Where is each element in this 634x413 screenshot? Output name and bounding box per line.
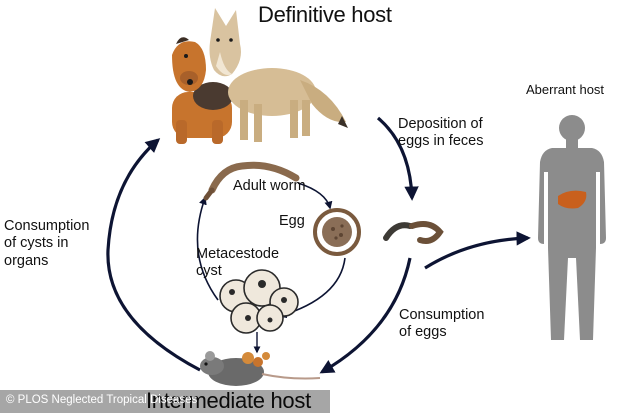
metacestode-label: Metacestode cyst xyxy=(196,246,280,280)
credit-text: © PLOS Neglected Tropical Diseases xyxy=(6,394,198,406)
arrow-consumption-eggs xyxy=(319,257,412,374)
dog-illustration xyxy=(172,37,233,144)
arrow-to-aberrant-host xyxy=(424,231,531,270)
coyote-illustration xyxy=(209,8,348,142)
liver-icon xyxy=(558,190,587,209)
definitive-host-label: Definitive host xyxy=(258,2,392,27)
aberrant-host-label: Aberrant host xyxy=(526,82,605,97)
arrow-cyst-to-worm xyxy=(196,196,219,301)
arrow-worm-to-egg xyxy=(297,182,333,210)
egg-illustration xyxy=(313,208,361,256)
arrow-consumption-cysts xyxy=(106,138,201,372)
intermediate-host-label: Intermediate host xyxy=(146,388,311,413)
egg-label: Egg xyxy=(279,213,305,229)
metacestode-cyst-illustration xyxy=(219,269,299,334)
adult-worm-label: Adult worm xyxy=(233,178,306,194)
arrow-deposition xyxy=(376,116,419,201)
adult-worm-illustration xyxy=(208,161,300,194)
human-silhouette xyxy=(538,115,606,340)
credit-bar: © PLOS Neglected Tropical Diseases xyxy=(0,390,330,413)
rodent-illustration xyxy=(200,351,321,386)
consumption-cysts-label: Consumption of cysts in organs xyxy=(4,218,90,269)
consumption-eggs-label: Consumption of eggs xyxy=(399,307,485,341)
feces-worm-illustration xyxy=(383,221,444,244)
deposition-label: Deposition of eggs in feces xyxy=(398,116,484,150)
